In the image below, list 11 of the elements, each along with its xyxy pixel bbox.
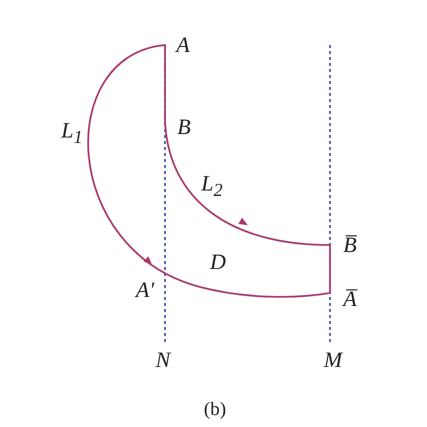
curve-label: L$_{1}$	[61, 120, 83, 146]
point-label: B	[177, 116, 191, 138]
caption: (b)	[204, 399, 226, 421]
line-label: N	[156, 349, 170, 371]
line-label: M	[324, 349, 342, 371]
point-label: A̅	[343, 288, 357, 310]
point-label: A	[176, 34, 190, 56]
point-label: A'	[136, 279, 154, 301]
point-label: B̅	[343, 234, 357, 256]
region-label: D	[210, 251, 226, 273]
curve-label: L$_{2}$	[201, 172, 223, 200]
